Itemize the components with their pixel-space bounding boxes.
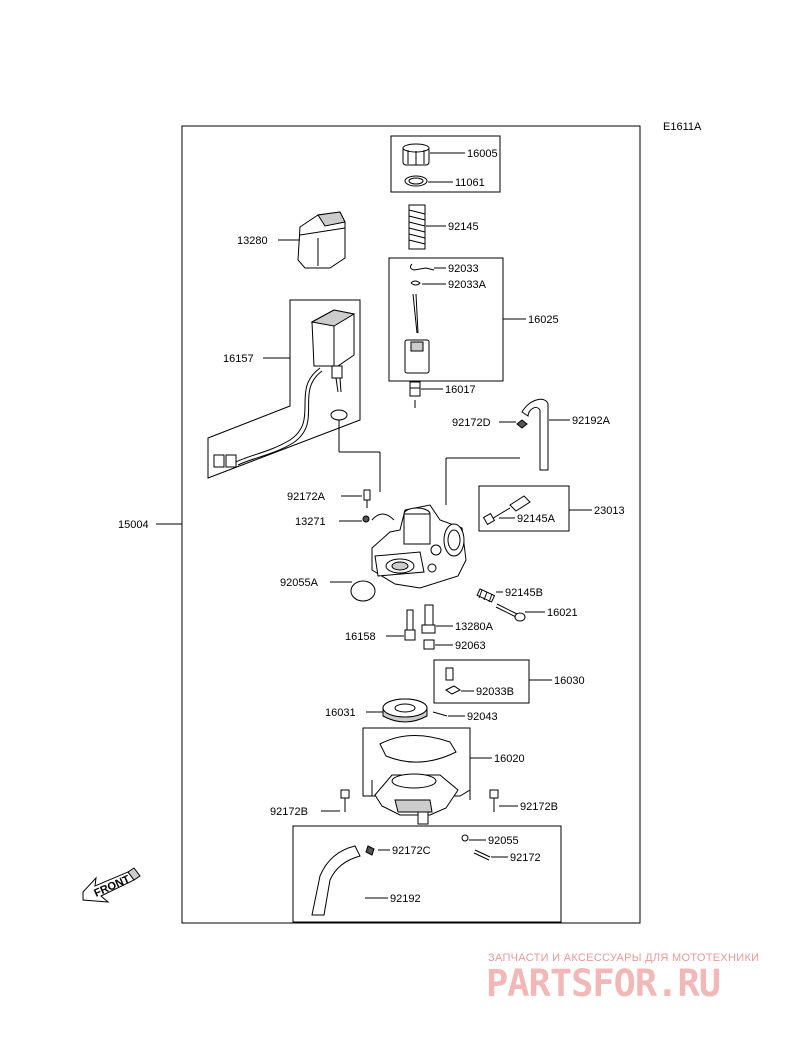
float-valve-part bbox=[445, 667, 461, 695]
part-label-92145: 92145 bbox=[448, 221, 479, 233]
clamp-92172C-part bbox=[365, 845, 375, 856]
part-label-16031: 16031 bbox=[325, 707, 356, 719]
group-box-16030 bbox=[433, 659, 530, 704]
diagram-code: E1611A bbox=[663, 121, 702, 133]
o-ring-92055-part bbox=[461, 834, 469, 842]
part-label-92033A: 92033A bbox=[448, 279, 487, 291]
part-label-13271: 13271 bbox=[295, 516, 326, 528]
part-label-92172B-left: 92172B bbox=[270, 806, 308, 818]
clamp-part bbox=[516, 419, 528, 429]
group-box-16005 bbox=[390, 135, 501, 193]
part-label-23013: 23013 bbox=[594, 505, 625, 517]
part-label-16020: 16020 bbox=[494, 753, 525, 765]
watermark-logo: PARTSFOR.RU bbox=[486, 962, 721, 1005]
carb-cap-part bbox=[402, 143, 430, 166]
part-label-92055A: 92055A bbox=[280, 577, 319, 589]
part-label-13280A: 13280A bbox=[455, 621, 494, 633]
part-label-16030: 16030 bbox=[554, 675, 585, 687]
part-label-15004: 15004 bbox=[118, 519, 149, 531]
part-label-92033: 92033 bbox=[448, 263, 479, 275]
watermark-tagline: ЗАПЧАСТИ И АКСЕССУАРЫ ДЛЯ МОТОТЕХНИКИ bbox=[488, 952, 760, 964]
group-box-16020 bbox=[362, 727, 471, 797]
screw-92172B-right-part bbox=[489, 789, 499, 812]
part-label-92055: 92055 bbox=[488, 835, 519, 847]
float-part bbox=[382, 698, 428, 723]
part-label-13280: 13280 bbox=[237, 235, 268, 247]
o-ring-part bbox=[404, 175, 428, 187]
part-label-92172A: 92172A bbox=[287, 491, 326, 503]
part-label-16021: 16021 bbox=[547, 607, 578, 619]
chamber-gasket-part bbox=[379, 734, 457, 763]
part-label-16005: 16005 bbox=[467, 148, 498, 160]
part-label-92172B-right: 92172B bbox=[520, 801, 558, 813]
part-label-16157: 16157 bbox=[223, 353, 254, 365]
spring-part bbox=[408, 204, 426, 250]
part-label-92043: 92043 bbox=[467, 711, 498, 723]
front-arrow-icon: FRONT bbox=[82, 867, 141, 903]
o-ring-92055A-part bbox=[350, 580, 376, 602]
spring-92145B-part bbox=[476, 588, 496, 603]
jet-needle-part bbox=[412, 293, 419, 334]
main-jet-part bbox=[423, 639, 435, 650]
part-label-16158: 16158 bbox=[345, 631, 376, 643]
auto-choke-part bbox=[310, 309, 356, 393]
carburetor-body-part bbox=[371, 504, 467, 589]
part-label-92145B: 92145B bbox=[505, 587, 543, 599]
group-box-16157 bbox=[207, 299, 361, 479]
part-label-92192A: 92192A bbox=[572, 415, 611, 427]
screw-92172B-left-part bbox=[340, 789, 350, 812]
drain-screw-part bbox=[473, 849, 491, 861]
front-arrow-label: FRONT bbox=[92, 873, 132, 899]
choke-wire-part bbox=[235, 367, 321, 463]
air-screw-part bbox=[482, 495, 531, 526]
connector-part bbox=[213, 454, 225, 468]
throttle-slide-part bbox=[404, 339, 430, 374]
part-label-92033B: 92033B bbox=[476, 686, 514, 698]
part-label-16025: 16025 bbox=[528, 314, 559, 326]
part-label-92192: 92192 bbox=[390, 893, 421, 905]
group-box-drain bbox=[292, 825, 562, 923]
plug-13271-part bbox=[362, 515, 370, 523]
float-chamber-part bbox=[374, 773, 459, 825]
throttle-screw-part bbox=[495, 603, 526, 622]
clip-ring-part bbox=[371, 513, 395, 521]
part-label-16017: 16017 bbox=[445, 384, 476, 396]
needle-jet-part bbox=[409, 381, 421, 397]
part-label-92172C: 92172C bbox=[392, 845, 431, 857]
choke-cover-part bbox=[297, 211, 346, 269]
clip-part bbox=[409, 263, 435, 271]
e-clip-part bbox=[410, 280, 421, 286]
drain-tube-part bbox=[311, 845, 361, 916]
choke-gasket-part bbox=[330, 409, 348, 421]
part-label-92145A: 92145A bbox=[517, 513, 556, 525]
vent-tube-part bbox=[521, 398, 549, 471]
screw-92172A-part bbox=[363, 489, 371, 508]
pilot-jet-part bbox=[404, 609, 416, 641]
group-box-23013 bbox=[478, 485, 570, 532]
part-label-92063: 92063 bbox=[455, 640, 486, 652]
main-jet-holder-part bbox=[421, 604, 436, 634]
float-pin-part bbox=[432, 711, 448, 717]
part-label-92172D: 92172D bbox=[452, 417, 491, 429]
part-label-92172: 92172 bbox=[510, 852, 541, 864]
part-label-11061: 11061 bbox=[455, 177, 485, 189]
